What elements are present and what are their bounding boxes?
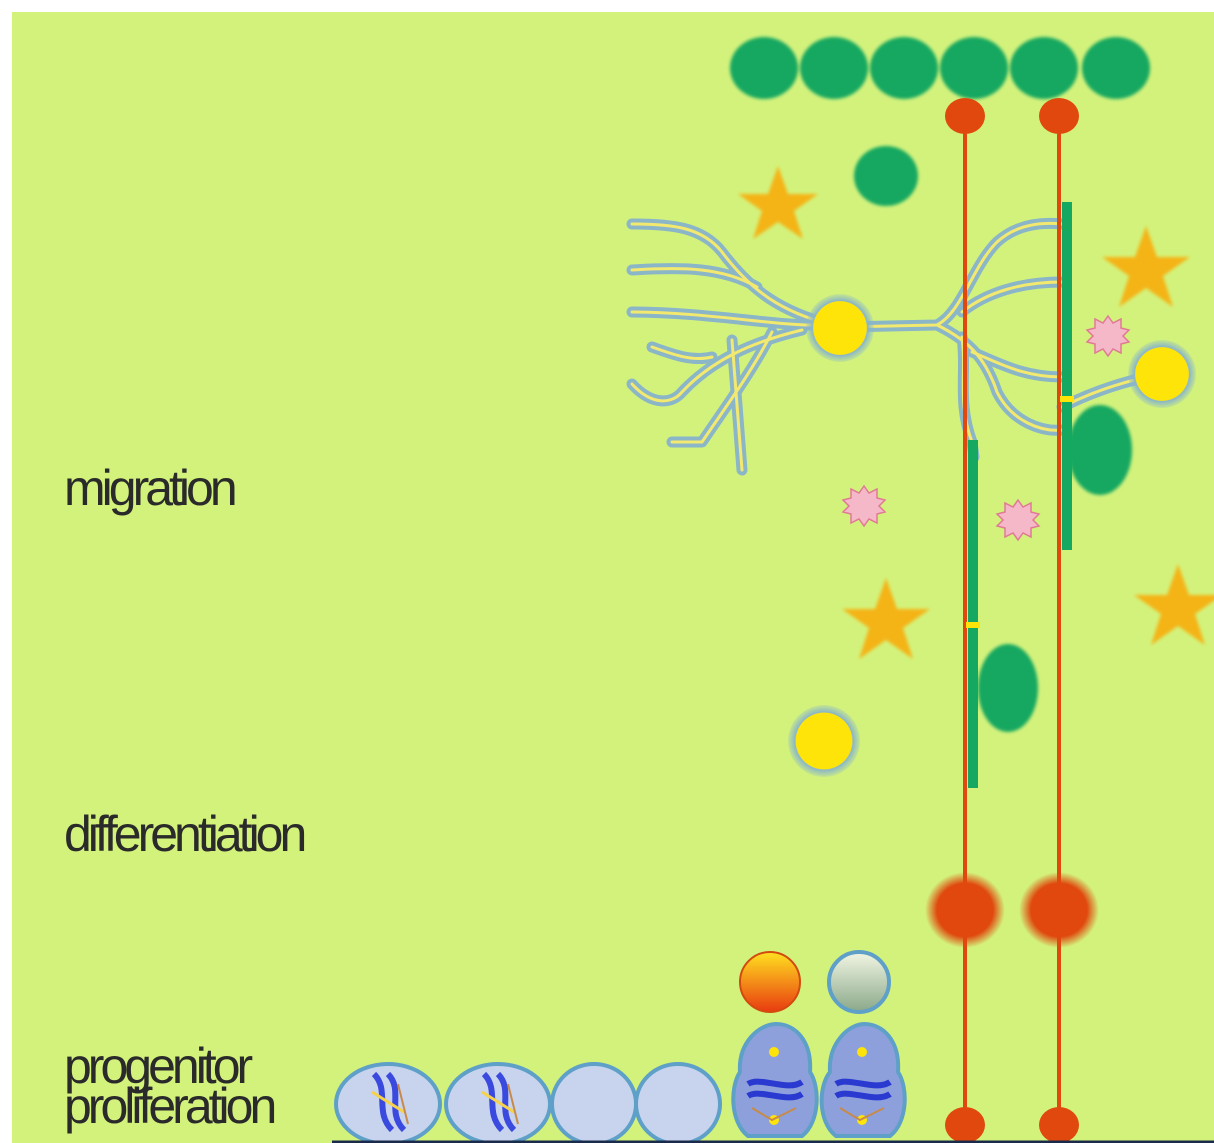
astrocytes (738, 166, 1214, 659)
migrating-neuron-process (968, 440, 978, 788)
mature-neurons (788, 294, 1196, 777)
progenitor-cell-metaphase (731, 1021, 819, 1138)
green-cell (1010, 37, 1078, 99)
progenitor-cell-dividing (444, 1062, 552, 1143)
centrosome-marker (966, 622, 980, 628)
neuron-soma (806, 294, 874, 362)
migrating-neurons (966, 202, 1132, 788)
cortical-plate-cells (730, 37, 1150, 206)
progenitor-cell-dividing (334, 1062, 442, 1143)
orange-daughter-cell (739, 951, 801, 1013)
green-cell (870, 37, 938, 99)
spiky-cell-icon (1085, 314, 1131, 358)
migrating-neuron-body (1068, 405, 1132, 495)
star-icon (738, 166, 818, 239)
neuron-soma (1128, 340, 1196, 408)
green-cell (940, 37, 1008, 99)
label-proliferation: proliferation (64, 1078, 277, 1134)
progenitor-cell-metaphase (819, 1021, 907, 1138)
grey-daughter-cell (827, 950, 891, 1014)
spiky-cell-icon (995, 498, 1041, 542)
radial-glia-fibers (925, 98, 1099, 1143)
label-differentiation: differentiation (64, 806, 307, 862)
star-icon (1102, 226, 1190, 307)
microglia (841, 314, 1131, 542)
glia-cell-body (1019, 872, 1099, 948)
daughter-cells (739, 950, 891, 1014)
progenitor-cell (634, 1062, 722, 1143)
neurodevelopment-diagram: migration differentiation progenitor pro… (12, 12, 1214, 1143)
label-progenitor: progenitor (64, 1038, 253, 1094)
progenitor-cells (334, 1021, 907, 1143)
migrating-neuron-body (978, 644, 1038, 732)
endfoot-top (1039, 98, 1079, 134)
endfoot-bottom (945, 1107, 985, 1143)
green-cell (730, 37, 798, 99)
centrosome-marker (1060, 396, 1074, 402)
endfoot-top (945, 98, 985, 134)
neuron-soma (788, 705, 860, 777)
glia-cell-body (925, 872, 1005, 948)
endfoot-bottom (1039, 1107, 1079, 1143)
star-icon (842, 578, 930, 659)
spiky-cell-icon (841, 484, 887, 528)
progenitor-cell (550, 1062, 638, 1143)
diagram-canvas (332, 37, 1214, 1143)
label-migration: migration (64, 460, 238, 516)
green-cell (1082, 37, 1150, 99)
migrating-neuron-process (1062, 202, 1072, 550)
green-cell (854, 146, 918, 206)
star-icon (1134, 564, 1214, 645)
green-cell (800, 37, 868, 99)
